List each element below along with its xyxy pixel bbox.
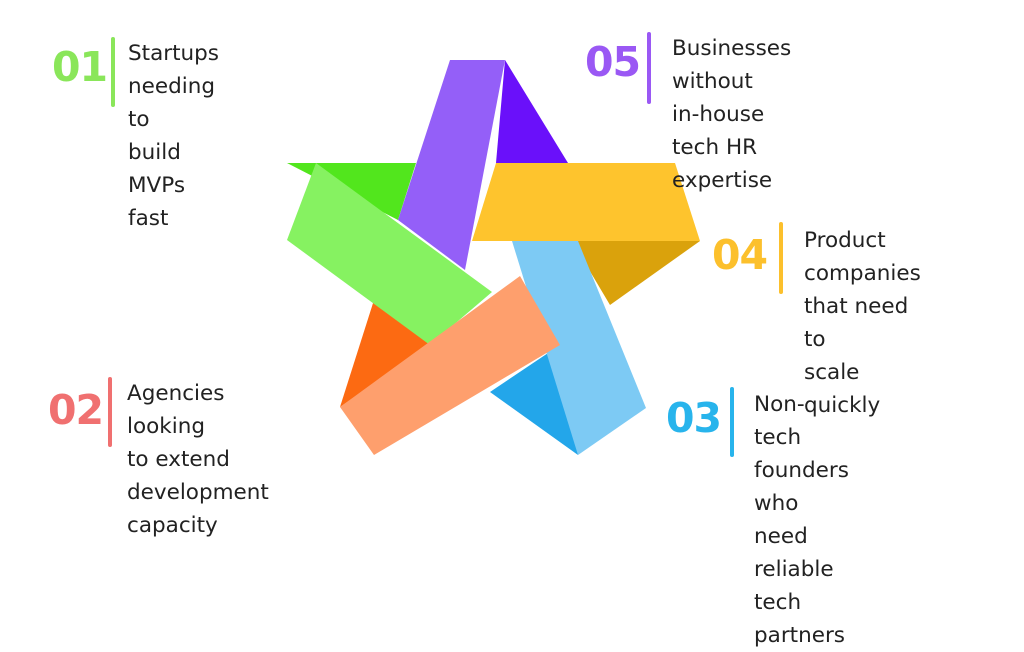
item-01-text: Startups needing to build MVPs fast: [128, 41, 219, 231]
item-02-number: 02: [48, 386, 104, 434]
green-ribbon: [287, 163, 492, 345]
orange-ribbon: [340, 276, 560, 455]
item-04-number: 04: [712, 231, 768, 279]
item-05-divider: [647, 32, 651, 104]
yellow-fold: [572, 241, 700, 305]
orange-fold: [340, 300, 430, 407]
item-01-number: 01: [52, 43, 108, 91]
purple-ribbon: [398, 60, 505, 270]
item-04-divider: [779, 222, 783, 294]
item-05-number: 05: [585, 38, 641, 86]
item-03-number: 03: [666, 394, 722, 442]
yellow-ribbon: [472, 163, 700, 241]
item-04-text: Product companies that need to scale qui…: [804, 228, 921, 418]
star-diagram: [287, 60, 700, 455]
item-05-text: Businesses without in-house tech HR expe…: [672, 36, 792, 193]
blue-ribbon: [512, 241, 646, 455]
item-03-divider: [730, 387, 734, 457]
item-01-divider: [111, 37, 115, 107]
purple-fold: [496, 60, 568, 163]
item-02-divider: [108, 377, 112, 447]
item-02-text: Agencies looking to extend development c…: [127, 381, 269, 538]
item-03-text: Non-tech founders who need reliable tech…: [754, 392, 849, 648]
